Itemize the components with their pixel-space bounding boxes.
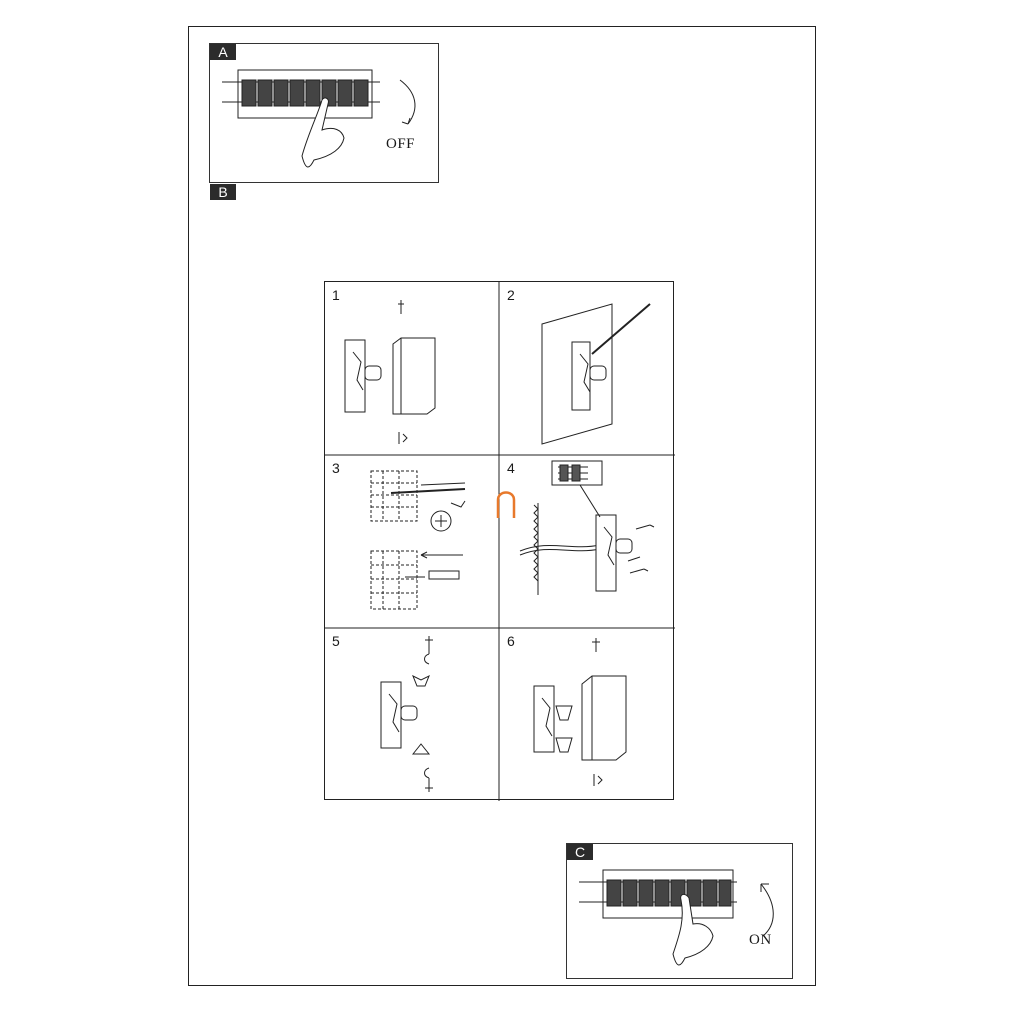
step-a-label: A: [210, 44, 236, 60]
step-number-2: 2: [507, 287, 515, 303]
marking-holes-illustration: [541, 303, 651, 445]
breaker-on-illustration: [579, 869, 774, 966]
orange-arch-marker: [496, 491, 516, 518]
step-cell-6: 6: [500, 628, 675, 801]
step-cell-3: 3: [325, 455, 500, 628]
brick-texture-lower: [370, 550, 418, 610]
step-number-4: 4: [507, 460, 515, 476]
step-cell-2: 2: [500, 282, 675, 455]
breaker-switches: [606, 879, 732, 907]
breaker-off-illustration: [222, 69, 416, 168]
brick-texture-upper: [370, 470, 418, 522]
drilling-wall-illustration: [370, 470, 466, 610]
step-number-1: 1: [332, 287, 340, 303]
instruction-sheet: [188, 26, 816, 986]
step-c-panel: [566, 843, 793, 979]
step-cell-4: 4: [500, 455, 675, 628]
wiring-illustration: [519, 460, 655, 595]
mounting-bracket-illustration: [344, 300, 436, 444]
step-a-panel: [209, 43, 439, 183]
fixing-bracket-illustration: [380, 636, 433, 792]
step-number-5: 5: [332, 633, 340, 649]
step-b-label: B: [210, 184, 236, 200]
attaching-housing-illustration: [533, 638, 627, 786]
off-caption: OFF: [386, 136, 416, 152]
grid-lines: [325, 282, 675, 801]
step-number-6: 6: [507, 633, 515, 649]
on-caption: ON: [749, 932, 772, 948]
breaker-switches: [241, 79, 369, 107]
step-cell-1: 1: [325, 282, 500, 455]
step-cell-5: 5: [325, 628, 500, 801]
step-number-3: 3: [332, 460, 340, 476]
step-c-label: C: [567, 844, 593, 860]
installation-steps-grid: 1 2 3: [324, 281, 675, 801]
